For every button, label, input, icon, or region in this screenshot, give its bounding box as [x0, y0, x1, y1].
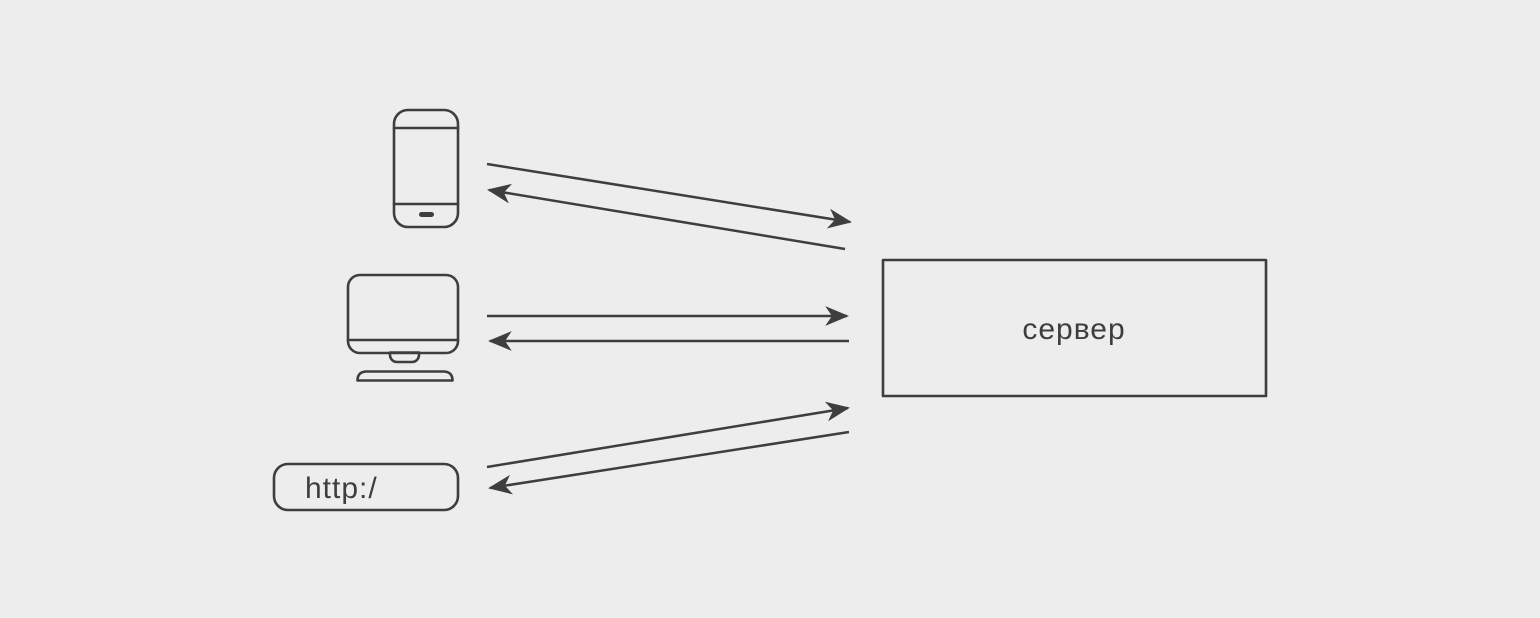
arrow-urlbar-request — [486, 401, 850, 469]
arrow-urlbar-response — [488, 430, 850, 495]
arrow-smartphone-request — [486, 162, 852, 229]
smartphone-icon — [392, 108, 460, 229]
browser-url-bar-icon: http:/ — [272, 462, 460, 512]
server-label: сервер — [1022, 313, 1125, 346]
server-box: сервер — [881, 258, 1268, 398]
desktop-monitor-icon — [346, 273, 460, 382]
smartphone-home-button — [419, 212, 434, 217]
arrow-smartphone-response — [487, 183, 846, 251]
server-box-outline — [881, 258, 1268, 398]
monitor-stand — [356, 370, 454, 382]
smartphone-body — [392, 108, 460, 229]
url-bar-label: http:/ — [305, 472, 378, 505]
arrows — [486, 162, 852, 495]
monitor-neck — [388, 351, 421, 364]
url-bar-outline — [272, 462, 460, 512]
